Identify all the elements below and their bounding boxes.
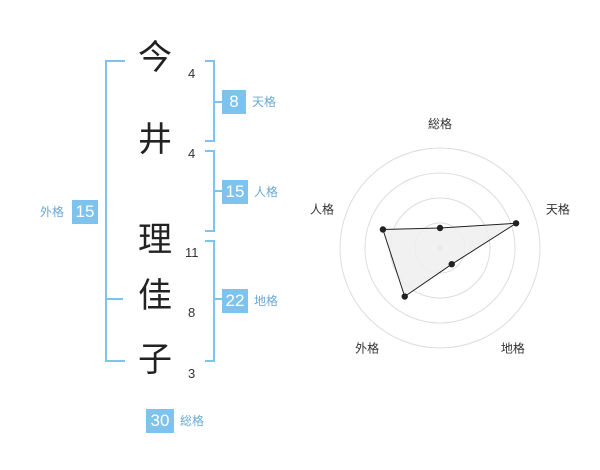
gaikaku-label: 外格 [40, 205, 65, 219]
radar-axis-label: 総格 [428, 116, 452, 131]
jinkaku-bracket [205, 150, 215, 232]
stroke-count-5: 3 [188, 366, 196, 381]
gaikaku-bracket-tick [105, 298, 123, 300]
jinkaku-connector [215, 190, 223, 192]
jinkaku-label: 人格 [254, 185, 279, 199]
stroke-count-3: 11 [185, 245, 199, 260]
radar-axis-label: 地格 [501, 340, 525, 355]
stroke-count-1: 4 [188, 66, 196, 81]
soukaku-label: 総格 [180, 414, 205, 428]
soukaku-badge: 30 [146, 409, 174, 433]
radar-point [448, 260, 455, 268]
jinkaku-badge: 15 [222, 180, 248, 204]
radar-point [436, 224, 444, 232]
name-char-5: 子 [138, 340, 172, 380]
radar-area [382, 222, 517, 298]
name-char-4: 佳 [138, 276, 172, 316]
stroke-count-2: 4 [188, 146, 196, 161]
name-char-3: 理 [138, 220, 172, 260]
stroke-count-4: 8 [188, 305, 196, 320]
tenkaku-connector [215, 101, 223, 103]
radar-ring [339, 147, 541, 349]
radar-point [401, 293, 408, 300]
gaikaku-bracket [105, 60, 125, 362]
tenkaku-badge: 8 [222, 90, 246, 114]
name-char-2: 井 [138, 120, 172, 160]
radar-axis-label: 外格 [355, 340, 379, 355]
tenkaku-label: 天格 [252, 95, 277, 109]
radar-axis-label: 天格 [546, 202, 570, 217]
radar-point [379, 226, 387, 233]
radar-ring [364, 172, 516, 324]
chikaku-bracket [205, 240, 215, 362]
name-char-1: 今 [138, 38, 172, 78]
radar-point [512, 220, 520, 227]
chikaku-badge: 22 [222, 289, 248, 313]
radar-axis-label: 人格 [310, 202, 334, 217]
chikaku-label: 地格 [254, 294, 279, 308]
gaikaku-badge: 15 [72, 200, 98, 224]
chikaku-connector [215, 298, 223, 300]
tenkaku-bracket [205, 60, 215, 142]
